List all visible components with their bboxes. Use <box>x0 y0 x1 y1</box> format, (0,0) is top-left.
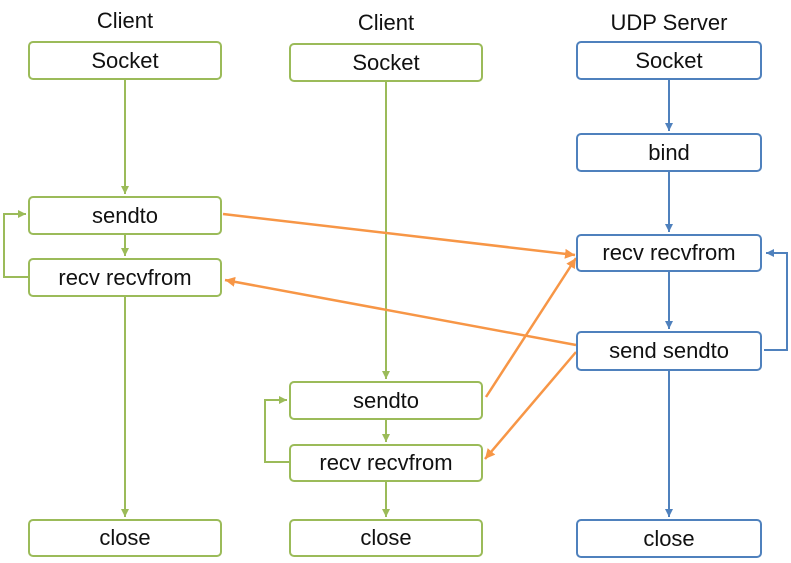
message-arrows <box>222 212 578 460</box>
server-socket-box: Socket <box>576 41 762 80</box>
server-close-box: close <box>576 519 762 558</box>
server-recv-box: recv recvfrom <box>576 234 762 272</box>
server-flow-arrows <box>665 80 788 517</box>
client-a-socket-box: Socket <box>28 41 222 80</box>
client-a-title: Client <box>96 8 154 33</box>
client-b-flow-arrows <box>264 82 390 517</box>
server-send-box: send sendto <box>576 331 762 371</box>
client-b-recv-box: recv recvfrom <box>289 444 483 482</box>
client-a-sendto-box: sendto <box>28 196 222 235</box>
server-title: UDP Server <box>610 10 728 35</box>
client-b-close-box: close <box>289 519 483 557</box>
client-b-title: Client <box>357 10 415 35</box>
client-b-socket-box: Socket <box>289 43 483 82</box>
server-bind-box: bind <box>576 133 762 172</box>
client-a-flow-arrows <box>3 80 129 517</box>
client-a-recv-box: recv recvfrom <box>28 258 222 297</box>
client-a-close-box: close <box>28 519 222 557</box>
client-b-sendto-box: sendto <box>289 381 483 420</box>
